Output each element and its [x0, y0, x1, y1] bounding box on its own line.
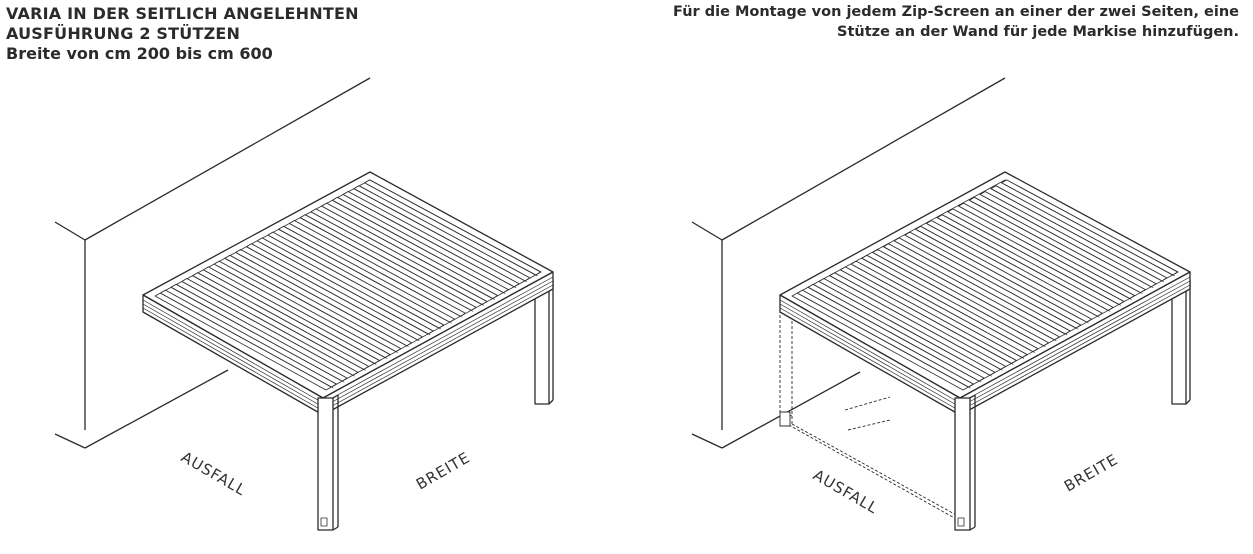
roof-slat-edge [301, 218, 474, 312]
roof-slat-edge [226, 259, 399, 353]
roof-slat-edge [162, 293, 334, 389]
roof-slat-edge [895, 241, 1068, 336]
mounting-note-line-1: Für die Montage von jedem Zip-Screen an … [673, 4, 1239, 20]
roof-slat-edge [183, 282, 356, 377]
roof-slats-left [159, 179, 542, 389]
roof-slat-edge [960, 206, 1132, 300]
roof-slat-edge [291, 224, 463, 318]
roof-slat-edge [831, 276, 1003, 371]
title-line-1: VARIA IN DER SEITLICH ANGELEHNTEN [6, 4, 359, 23]
depth-label-left: AUSFALL [178, 448, 249, 500]
width-label-right: BREITE [1061, 450, 1121, 495]
roof-slat-edge [992, 189, 1165, 283]
roof-slat-edge [928, 224, 1100, 318]
mounting-note: Für die Montage von jedem Zip-Screen an … [599, 2, 1239, 42]
roof-slat-edge [248, 247, 420, 342]
roof-slat-edge [237, 253, 409, 348]
back-posts-left [534, 278, 554, 405]
front-post-left [317, 394, 339, 531]
wall-left [54, 77, 371, 449]
roof-slat-edge [971, 201, 1143, 294]
roof-slat-edge [981, 195, 1154, 289]
roof-slat-edge [809, 288, 982, 383]
roof-slat-edge [1003, 183, 1175, 277]
roof-slat-edge [820, 282, 993, 377]
roof-slat-edge [172, 288, 345, 383]
roof-slat-edge [885, 247, 1057, 342]
roof-slats-right [796, 179, 1179, 389]
wall-right [691, 77, 1006, 449]
roof-slat-edge [938, 218, 1111, 312]
width-label-left: BREITE [413, 448, 473, 493]
front-post-right [954, 394, 976, 531]
roof-slat-edge [863, 259, 1036, 353]
mounting-note-line-2: Stütze an der Wand für jede Markise hinz… [837, 24, 1239, 40]
roof-slat-edge [334, 201, 506, 294]
roof-slat-edge [949, 212, 1122, 306]
pergola-right-figure [691, 77, 1191, 531]
wall-post-right [779, 411, 791, 427]
roof-slat-edge [258, 241, 431, 336]
roof-slat-edge [366, 183, 538, 277]
title-width-range: Breite von cm 200 bis cm 600 [6, 44, 273, 63]
title-line-2: AUSFÜHRUNG 2 STÜTZEN [6, 24, 241, 43]
roof-slat-edge [852, 264, 1025, 359]
roof-slat-edge [312, 212, 485, 306]
roof-slat-edge [323, 206, 495, 300]
roof-slat-edge [280, 230, 452, 324]
roof-slat-edge [205, 270, 377, 365]
roof-slat-edge [269, 235, 442, 330]
roof-slat-edge [917, 230, 1089, 324]
roof-slat-edge [842, 270, 1014, 365]
roof-slat-edge [344, 195, 517, 289]
roof-slat-edge [799, 293, 971, 389]
roof-slat-edge [215, 264, 388, 359]
roof-slat-edge [355, 189, 528, 283]
pergola-left-figure [54, 77, 554, 531]
title-block: VARIA IN DER SEITLICH ANGELEHNTEN AUSFÜH… [6, 4, 359, 64]
roof-slat-edge [906, 235, 1079, 330]
roof-slat-edge [194, 276, 366, 371]
depth-label-right: AUSFALL [810, 466, 881, 518]
roof-slat-edge [874, 253, 1046, 348]
